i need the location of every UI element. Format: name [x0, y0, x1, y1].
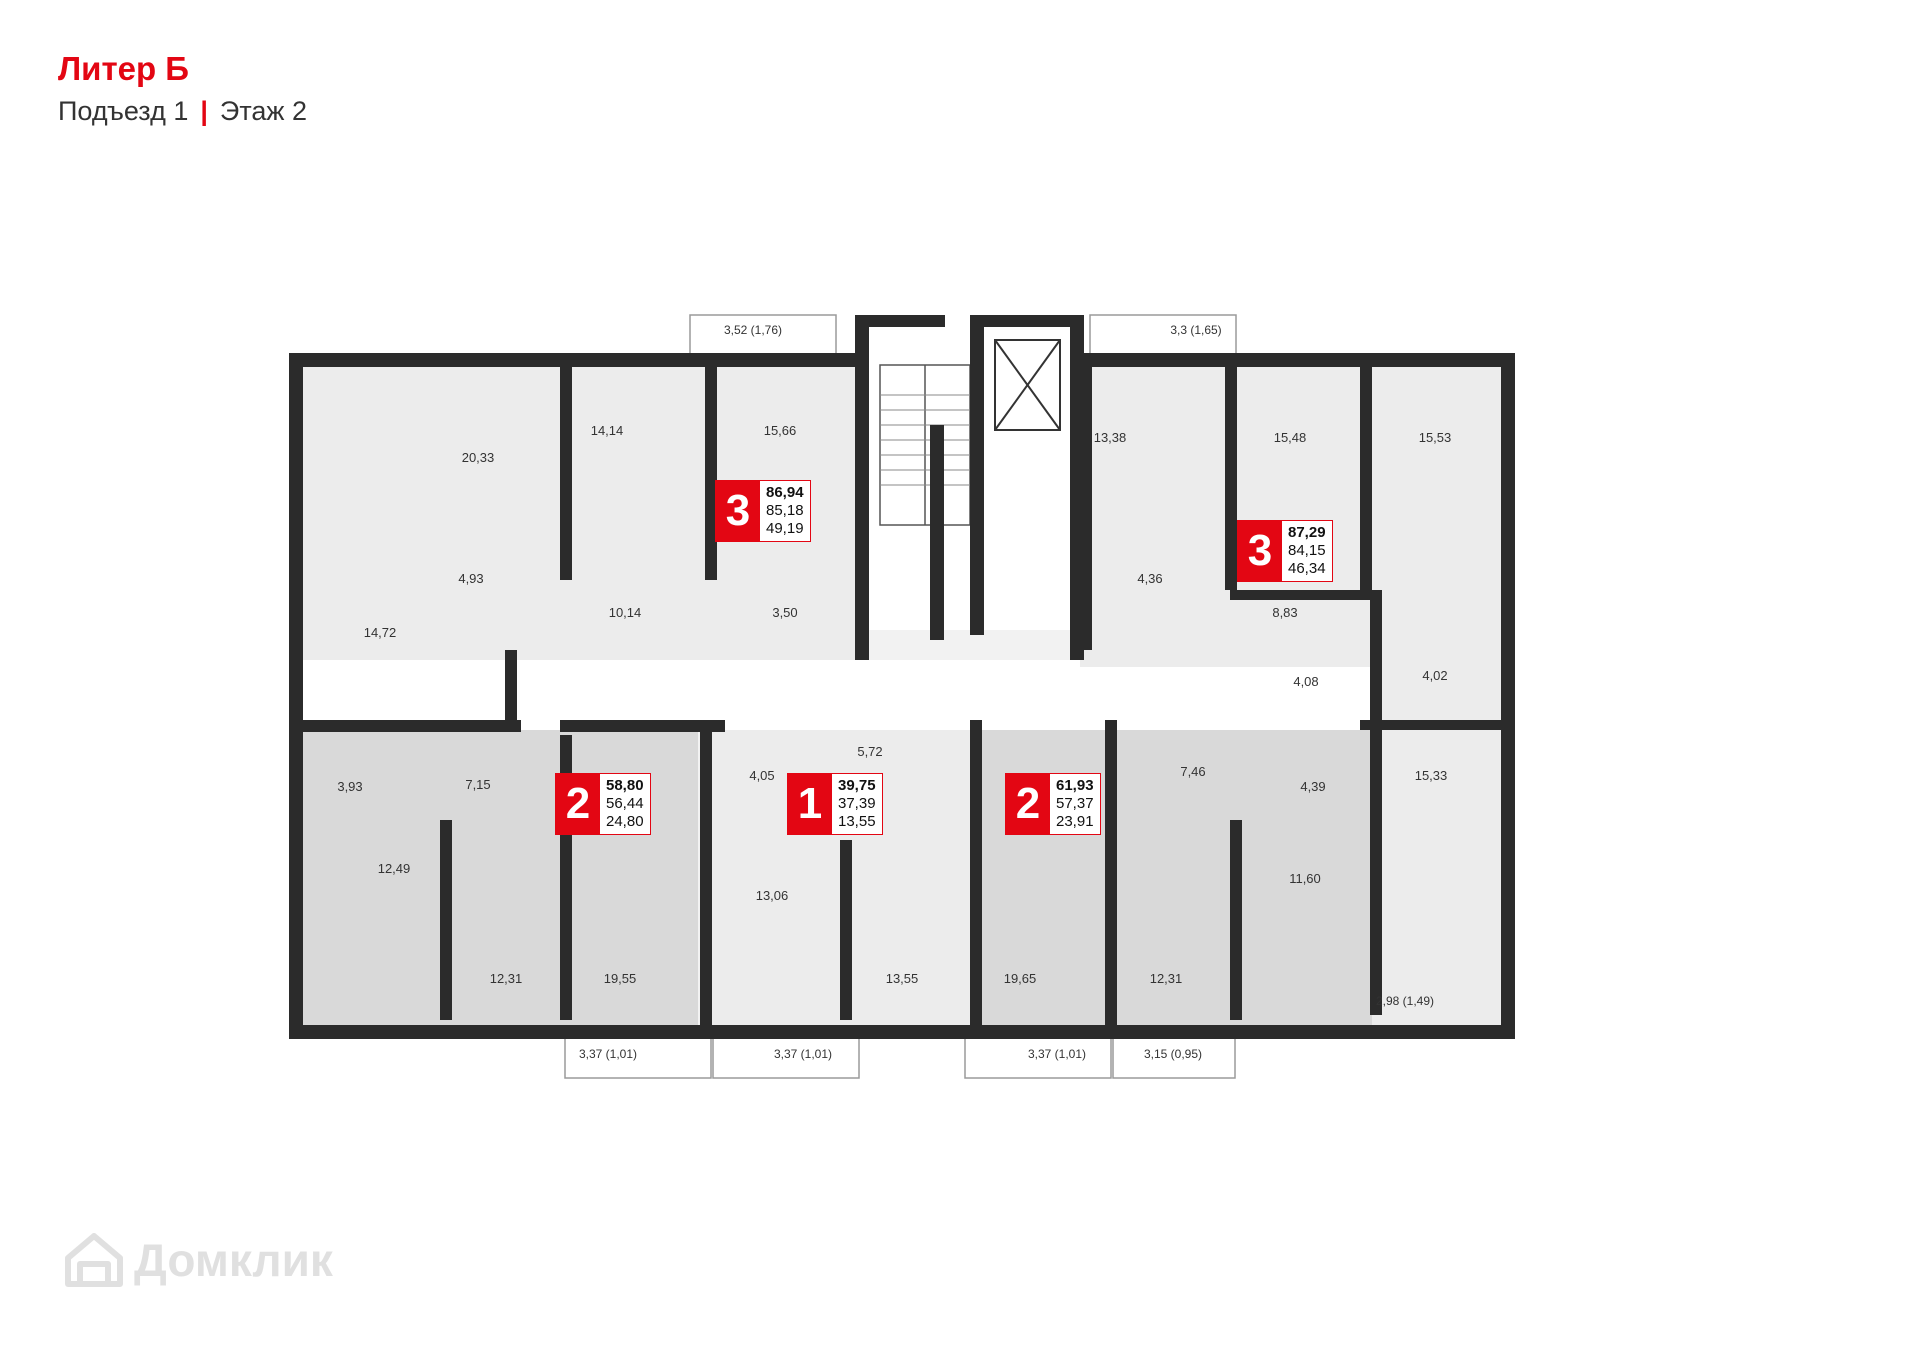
- balcony-area: 3,37 (1,01): [579, 1047, 637, 1061]
- entrance-floor-subtitle: Подъезд 1 | Этаж 2: [58, 96, 307, 127]
- room-area: 10,14: [609, 605, 642, 620]
- balcony-top-right: [1089, 314, 1237, 361]
- room-area: 15,33: [1415, 768, 1448, 783]
- building-title: Литер Б: [58, 50, 190, 87]
- apartment-rooms-count: 2: [1006, 774, 1050, 834]
- apartment-badge[interactable]: 1 39,75 37,39 13,55: [787, 773, 883, 835]
- room-area: 5,72: [857, 744, 882, 759]
- room-area: 4,02: [1422, 668, 1447, 683]
- room-area: 4,05: [749, 768, 774, 783]
- apartment-total-area: 87,29: [1288, 524, 1326, 541]
- room-area: 4,39: [1300, 779, 1325, 794]
- apartment-total-area: 58,80: [606, 777, 644, 794]
- apartment-living-area: 23,91: [1056, 813, 1094, 830]
- entrance-label: Подъезд 1: [58, 96, 189, 126]
- apartment-area: 56,44: [606, 795, 644, 812]
- balcony-area: 2,98 (1,49): [1376, 994, 1434, 1008]
- apartment-rooms-count: 3: [1238, 521, 1282, 581]
- room-area: 4,08: [1293, 674, 1318, 689]
- subtitle-separator: |: [200, 96, 208, 126]
- room-area: 3,50: [772, 605, 797, 620]
- room-area: 12,31: [1150, 971, 1183, 986]
- balcony-area: 3,37 (1,01): [774, 1047, 832, 1061]
- apartment-rooms-count: 1: [788, 774, 832, 834]
- room-area: 7,15: [465, 777, 490, 792]
- room-area: 13,55: [886, 971, 919, 986]
- apartment-total-area: 39,75: [838, 777, 876, 794]
- floor-label: Этаж 2: [219, 96, 307, 126]
- room-area: 13,38: [1094, 430, 1127, 445]
- room-area: 19,55: [604, 971, 637, 986]
- apartment-living-area: 46,34: [1288, 560, 1326, 577]
- apartment-badge[interactable]: 2 61,93 57,37 23,91: [1005, 773, 1101, 835]
- corridor: [303, 660, 1501, 730]
- apartment-total-area: 61,93: [1056, 777, 1094, 794]
- apartment-living-area: 49,19: [766, 520, 804, 537]
- elevator-shaft: [994, 339, 1061, 431]
- room-area: 13,06: [756, 888, 789, 903]
- apartment-rooms-count: 3: [716, 481, 760, 541]
- room-area: 15,66: [764, 423, 797, 438]
- room-area: 14,72: [364, 625, 397, 640]
- room-area: 15,53: [1419, 430, 1452, 445]
- room-area: 7,46: [1180, 764, 1205, 779]
- apartment-areas: 87,29 84,15 46,34: [1282, 521, 1332, 581]
- apartment-living-area: 24,80: [606, 813, 644, 830]
- apartment-rooms-count: 2: [556, 774, 600, 834]
- apartment-badge[interactable]: 3 87,29 84,15 46,34: [1237, 520, 1333, 582]
- balcony-area: 3,3 (1,65): [1170, 323, 1221, 337]
- apartment-badge[interactable]: 3 86,94 85,18 49,19: [715, 480, 811, 542]
- room-area: 15,48: [1274, 430, 1307, 445]
- balcony-area: 3,37 (1,01): [1028, 1047, 1086, 1061]
- room-fills: [303, 322, 1501, 1025]
- house-logo-icon: [65, 1233, 123, 1287]
- room-area: 14,14: [591, 423, 624, 438]
- watermark-text: Домклик: [134, 1234, 333, 1286]
- room-area: 8,83: [1272, 605, 1297, 620]
- apartment-area: 57,37: [1056, 795, 1094, 812]
- balcony-area: 3,52 (1,76): [724, 323, 782, 337]
- apartment-badge[interactable]: 2 58,80 56,44 24,80: [555, 773, 651, 835]
- room-area: 3,93: [337, 779, 362, 794]
- room-area: 19,65: [1004, 971, 1037, 986]
- apt-3-right-bedroom-area: [1372, 590, 1501, 1025]
- room-area-labels: 20,33 14,14 15,66 4,93 14,72 10,14 3,50 …: [337, 423, 1451, 986]
- room-area: 4,93: [458, 571, 483, 586]
- apartment-total-area: 86,94: [766, 484, 804, 501]
- apartment-area: 84,15: [1288, 542, 1326, 559]
- apartment-areas: 86,94 85,18 49,19: [760, 481, 810, 541]
- room-area: 20,33: [462, 450, 495, 465]
- apartment-living-area: 13,55: [838, 813, 876, 830]
- apartment-area: 37,39: [838, 795, 876, 812]
- room-area: 12,31: [490, 971, 523, 986]
- domclick-watermark: Домклик: [64, 1232, 333, 1288]
- balcony-area-labels: 3,52 (1,76) 3,3 (1,65) 3,37 (1,01) 3,37 …: [579, 323, 1434, 1061]
- apartment-areas: 58,80 56,44 24,80: [600, 774, 650, 834]
- apartment-area: 85,18: [766, 502, 804, 519]
- room-area: 4,36: [1137, 571, 1162, 586]
- walls: [303, 315, 1505, 1025]
- apartment-areas: 39,75 37,39 13,55: [832, 774, 882, 834]
- room-area: 12,49: [378, 861, 411, 876]
- room-area: 11,60: [1289, 871, 1321, 886]
- apartment-areas: 61,93 57,37 23,91: [1050, 774, 1100, 834]
- balcony-area: 3,15 (0,95): [1144, 1047, 1202, 1061]
